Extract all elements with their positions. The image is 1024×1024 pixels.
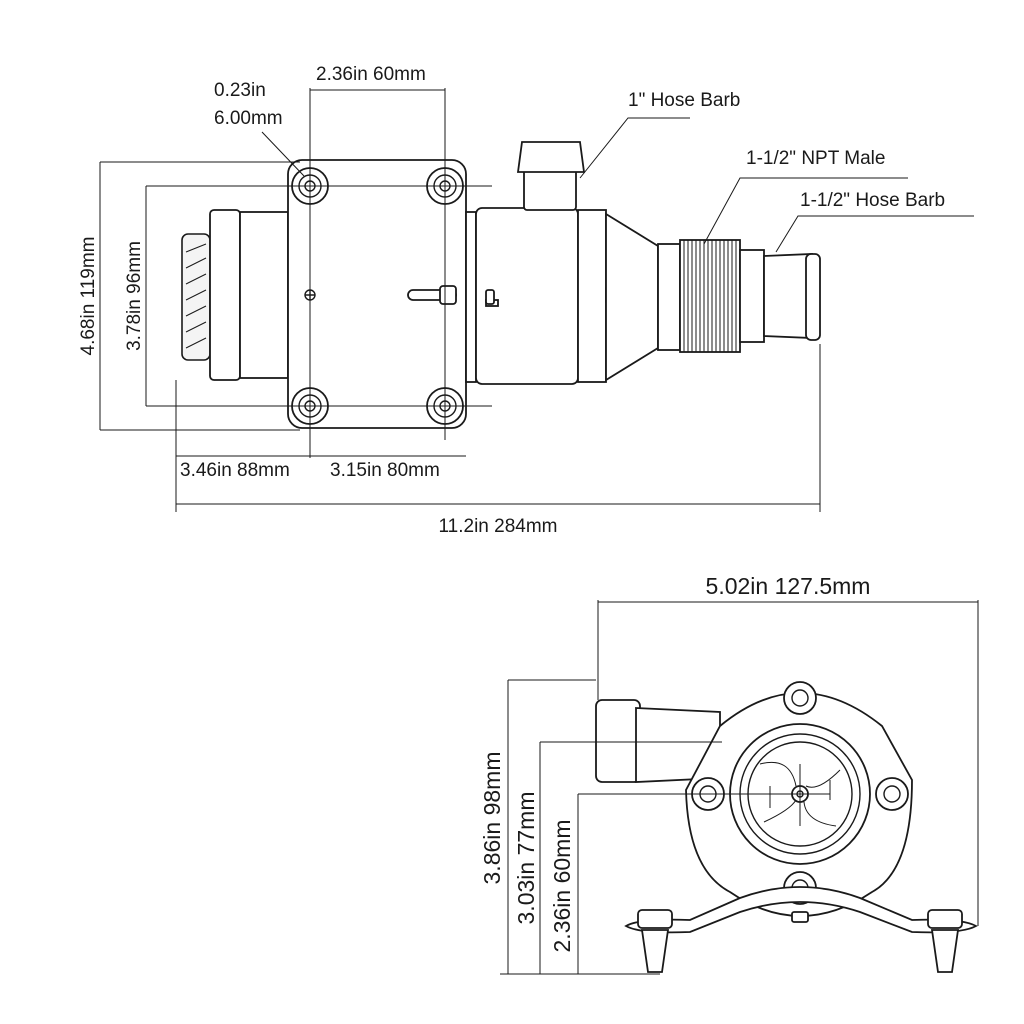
mount-length-label: 3.15in 80mm	[330, 460, 440, 481]
overall-height-label: 4.68in 119mm	[78, 237, 99, 356]
front-view-dimensions	[500, 600, 979, 975]
top-view-dimensions	[99, 88, 974, 512]
hole-spacing-label: 2.36in 60mm	[316, 64, 426, 85]
npt-male-label: 1-1/2" NPT Male	[746, 148, 885, 169]
front-center-height-label: 2.36in 60mm	[549, 820, 575, 953]
hole-height-label: 3.78in 96mm	[124, 241, 145, 351]
front-view: 5.02in 127.5mm 3.86in 98mm 3.03in 77mm 2…	[479, 573, 979, 975]
hole-diameter-mm-label: 6.00mm	[214, 108, 283, 129]
hose-barb-1-5in	[763, 253, 821, 341]
top-view: 0.23in 6.00mm 2.36in 60mm 1" Hose Barb 1…	[78, 64, 974, 537]
motor-length-label: 3.46in 88mm	[180, 460, 290, 481]
front-mounting-bracket	[624, 886, 978, 973]
front-width-label: 5.02in 127.5mm	[706, 573, 871, 599]
flange-bolt-top	[783, 681, 817, 715]
hose-barb-1-5in-label: 1-1/2" Hose Barb	[800, 190, 945, 211]
front-outlet-hose-barb	[595, 699, 721, 783]
front-outlet-height-label: 3.03in 77mm	[513, 792, 539, 925]
motor-end-cap	[181, 209, 289, 381]
flange-bolt-right	[875, 777, 909, 811]
front-overall-height-label: 3.86in 98mm	[479, 752, 505, 885]
pump-body	[465, 207, 659, 385]
hose-barb-1in-label: 1" Hose Barb	[628, 90, 740, 111]
npt-threaded-outlet	[657, 239, 765, 353]
overall-length-label: 11.2in 284mm	[439, 516, 558, 537]
outlet-hose-barb-1in	[516, 141, 586, 211]
hole-diameter-in-label: 0.23in	[214, 80, 266, 101]
mounting-plate	[287, 159, 467, 429]
